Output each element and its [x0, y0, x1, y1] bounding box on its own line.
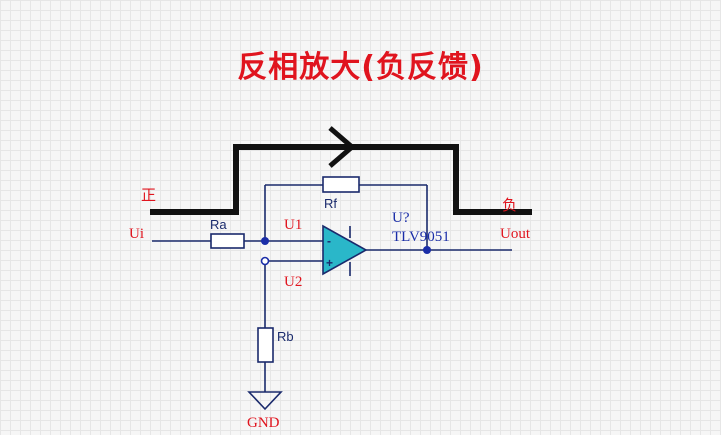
page-title: 反相放大(负反馈) [237, 50, 484, 85]
resistor-rb [257, 327, 274, 363]
resistor-ra [210, 233, 245, 249]
opamp-minus-pin: - [327, 234, 331, 248]
resistor-rb-label: Rb [277, 329, 294, 344]
junction-dot-u1 [261, 237, 269, 245]
opamp-plus-pin: + [326, 256, 333, 270]
resistor-ra-label: Ra [210, 217, 227, 232]
opamp-tlv9051: - + [322, 224, 368, 276]
direction-arrow-icon [328, 126, 356, 168]
net-label-u2: U2 [284, 274, 302, 290]
wires [152, 184, 512, 392]
feedback-path-line [150, 126, 532, 215]
junction-dot-out [423, 246, 431, 254]
input-label: Ui [129, 226, 144, 242]
opamp-part-label: TLV9051 [392, 229, 450, 245]
ground-label: GND [247, 415, 280, 431]
ground-icon [247, 391, 283, 411]
output-label: Uout [500, 226, 531, 242]
net-label-u1: U1 [284, 217, 302, 233]
negative-label: 负 [502, 196, 517, 214]
resistor-rf [322, 176, 360, 193]
resistor-rf-label: Rf [324, 196, 337, 211]
junction-open-u2 [260, 256, 270, 266]
positive-label: 正 [141, 186, 156, 204]
opamp-ref-label: U? [392, 210, 410, 226]
